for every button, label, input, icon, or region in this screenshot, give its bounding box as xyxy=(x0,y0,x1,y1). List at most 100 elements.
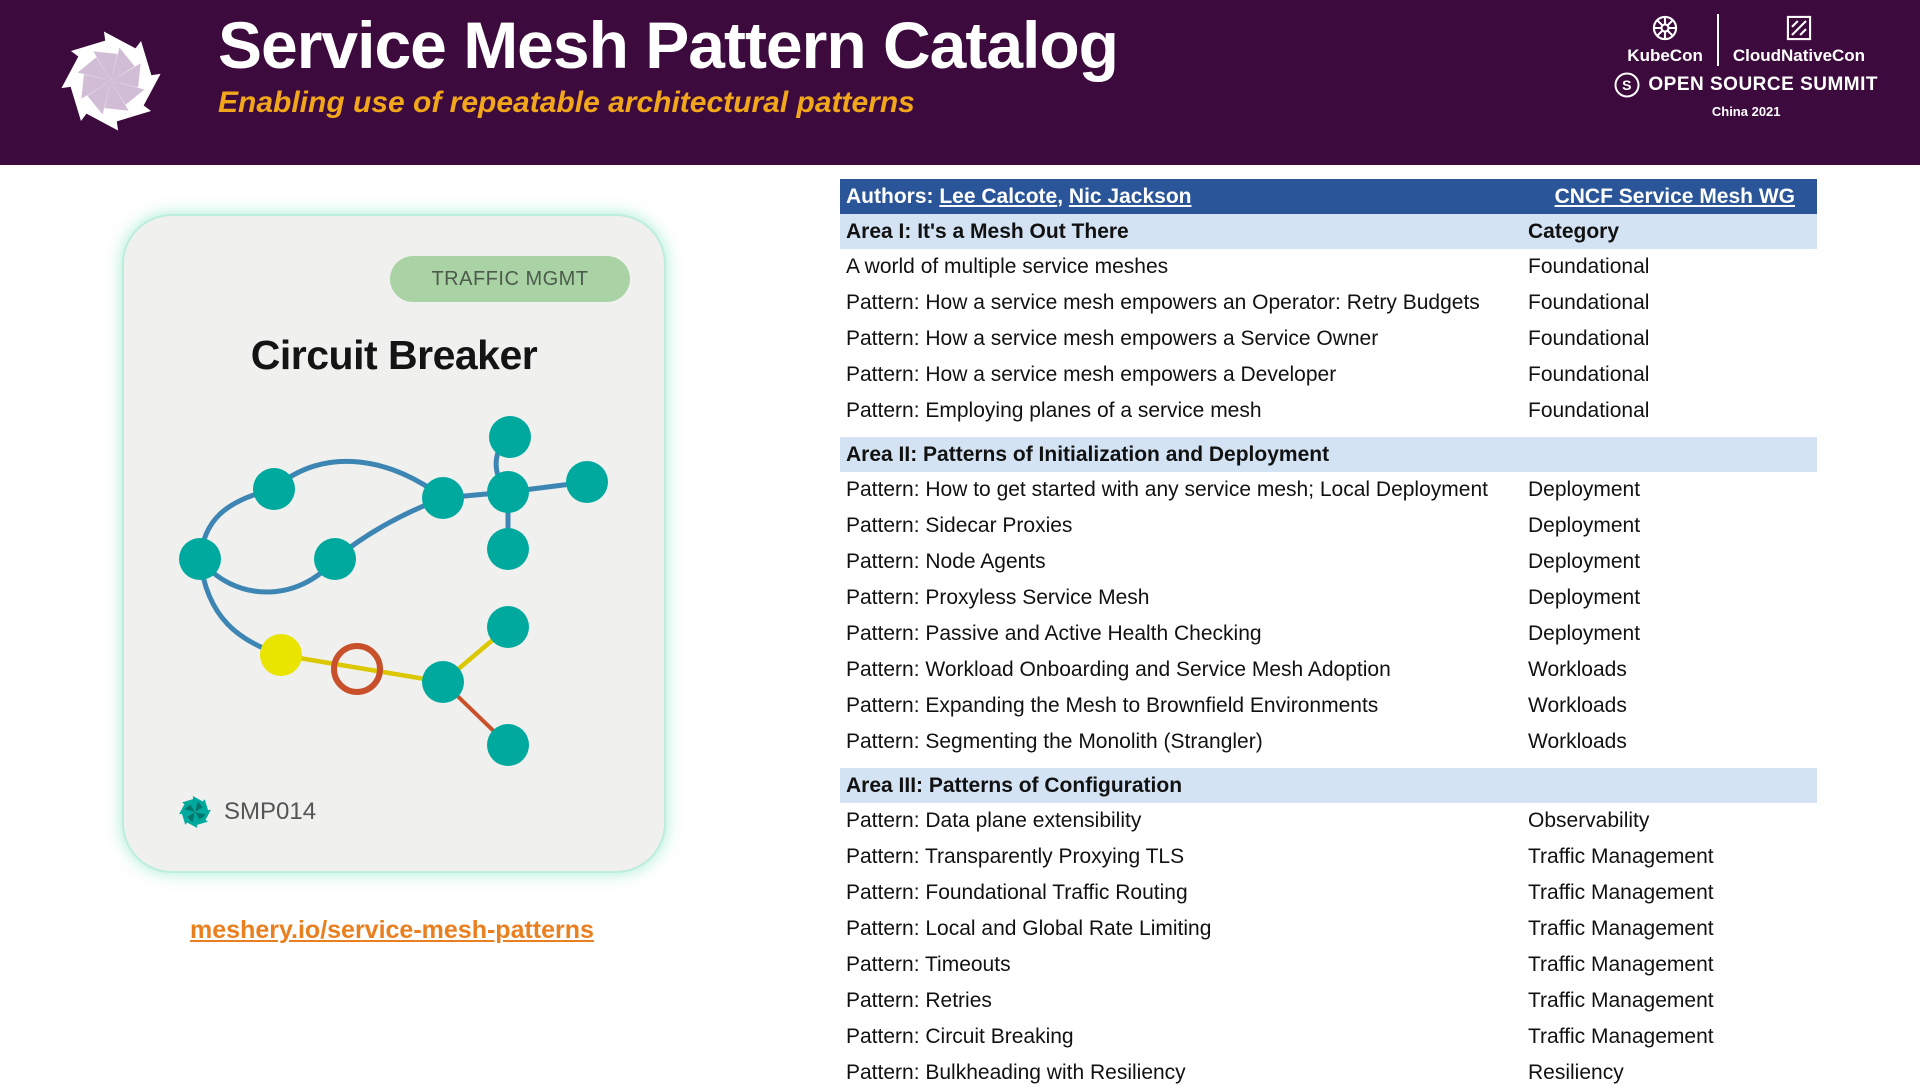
pattern-id: SMP014 xyxy=(224,798,317,825)
authors-separator: , xyxy=(1057,184,1069,208)
working-group-link[interactable]: CNCF Service Mesh WG xyxy=(1554,184,1795,208)
pattern-category: Deployment xyxy=(1528,514,1641,537)
pattern-name: Pattern: Proxyless Service Mesh xyxy=(846,586,1150,609)
pattern-table-body: Area I: It's a Mesh Out There Category A w… xyxy=(840,214,1817,1091)
circuit-breaker-diagram xyxy=(179,416,608,766)
pattern-category: Foundational xyxy=(1528,399,1650,422)
table-row: Pattern: Employing planes of a service m… xyxy=(840,393,1817,429)
pattern-name: Pattern: Segmenting the Monolith (Strang… xyxy=(846,730,1263,753)
pattern-name: Pattern: Local and Global Rate Limiting xyxy=(846,917,1212,940)
pattern-category: Traffic Management xyxy=(1528,881,1714,904)
pattern-title: Circuit Breaker xyxy=(250,332,538,378)
section-title: Area I: It's a Mesh Out There xyxy=(846,219,1129,243)
pattern-category: Foundational xyxy=(1528,291,1650,314)
pattern-category: Observability xyxy=(1528,809,1650,832)
pattern-category: Traffic Management xyxy=(1528,1025,1714,1048)
patterns-site-link[interactable]: meshery.io/service-mesh-patterns xyxy=(190,916,594,944)
svg-text:S: S xyxy=(1622,77,1632,93)
category-badge: TRAFFIC MGMT xyxy=(390,256,630,302)
pattern-category: Workloads xyxy=(1528,694,1627,717)
pattern-category: Deployment xyxy=(1528,550,1641,573)
table-row: Pattern: Node Agents Deployment xyxy=(840,544,1817,580)
cloudnativecon-icon xyxy=(1785,14,1813,42)
open-source-summit-label: OPEN SOURCE SUMMIT xyxy=(1648,74,1878,95)
table-row: Pattern: Expanding the Mesh to Brownfiel… xyxy=(840,688,1817,724)
table-row: Pattern: Segmenting the Monolith (Strang… xyxy=(840,724,1817,760)
kubecon-label: KubeCon xyxy=(1627,46,1703,65)
table-row: Pattern: Retries Traffic Management xyxy=(840,983,1817,1019)
pattern-name: Pattern: Data plane extensibility xyxy=(846,809,1142,832)
pattern-category: Foundational xyxy=(1528,327,1650,350)
table-row: Pattern: Timeouts Traffic Management xyxy=(840,947,1817,983)
table-row: Pattern: Circuit Breaking Traffic Managem… xyxy=(840,1019,1817,1055)
pattern-category: Deployment xyxy=(1528,478,1641,501)
pattern-category: Foundational xyxy=(1528,255,1650,278)
table-row: Pattern: How a service mesh empowers a D… xyxy=(840,357,1817,393)
pattern-category: Traffic Management xyxy=(1528,989,1714,1012)
pattern-name: Pattern: Retries xyxy=(846,989,992,1012)
table-row: Pattern: Transparently Proxying TLS Traff… xyxy=(840,839,1817,875)
section-header: Area I: It's a Mesh Out There Category xyxy=(840,214,1817,249)
pattern-category: Workloads xyxy=(1528,658,1627,681)
kubecon-wheel-icon xyxy=(1651,14,1679,42)
author-link-nic-jackson[interactable]: Nic Jackson xyxy=(1068,184,1192,208)
page-subtitle: Enabling use of repeatable architectural… xyxy=(218,85,915,119)
pattern-category: Traffic Management xyxy=(1528,845,1714,868)
pattern-category: Foundational xyxy=(1528,363,1650,386)
pattern-name: Pattern: Timeouts xyxy=(846,953,1011,976)
table-row: Pattern: How to get started with any ser… xyxy=(840,472,1817,508)
pattern-name: Pattern: How a service mesh empowers a S… xyxy=(846,327,1379,350)
open-source-summit-icon: S xyxy=(1614,72,1640,98)
table-row: Pattern: Foundational Traffic Routing Tra… xyxy=(840,875,1817,911)
pattern-name: Pattern: How a service mesh empowers an … xyxy=(846,291,1480,314)
pattern-name: Pattern: Foundational Traffic Routing xyxy=(846,881,1188,904)
pattern-category: Resiliency xyxy=(1528,1061,1624,1084)
table-header-row: Authors: Lee Calcote, Nic Jackson CNCF S… xyxy=(840,179,1817,214)
logo-divider xyxy=(1716,14,1719,66)
pattern-name: Pattern: Circuit Breaking xyxy=(846,1025,1074,1048)
conference-location: China 2021 xyxy=(1711,104,1781,119)
table-row: Pattern: Passive and Active Health Check… xyxy=(840,616,1817,652)
meshery-logo-icon xyxy=(52,22,170,140)
table-row: A world of multiple service meshes Founda… xyxy=(840,249,1817,285)
pattern-name: Pattern: Transparently Proxying TLS xyxy=(846,845,1185,868)
section-title: Area III: Patterns of Configuration xyxy=(846,773,1183,797)
pattern-name: Pattern: Workload Onboarding and Service… xyxy=(846,658,1391,681)
section-header: Area II: Patterns of Initialization and … xyxy=(840,437,1817,472)
author-link-lee-calcote[interactable]: Lee Calcote xyxy=(939,184,1058,208)
pattern-name: Pattern: Bulkheading with Resiliency xyxy=(846,1061,1186,1084)
pattern-category: Traffic Management xyxy=(1528,917,1714,940)
pattern-name: Pattern: How a service mesh empowers a D… xyxy=(846,363,1337,386)
page-title: Service Mesh Pattern Catalog xyxy=(218,8,1119,82)
pattern-category: Workloads xyxy=(1528,730,1627,753)
table-row: Pattern: Bulkheading with Resiliency Resi… xyxy=(840,1055,1817,1091)
pattern-name: A world of multiple service meshes xyxy=(846,255,1169,278)
table-row: Pattern: Workload Onboarding and Service… xyxy=(840,652,1817,688)
conference-logos: KubeCon CloudNativeCon S OPEN xyxy=(1614,14,1878,119)
meshery-small-logo-icon xyxy=(176,793,214,831)
pattern-name: Pattern: How to get started with any ser… xyxy=(846,478,1488,501)
pattern-category: Deployment xyxy=(1528,586,1641,609)
table-row: Pattern: How a service mesh empowers a S… xyxy=(840,321,1817,357)
pattern-table: Authors: Lee Calcote, Nic Jackson CNCF S… xyxy=(840,179,1817,1091)
pattern-name: Pattern: Passive and Active Health Check… xyxy=(846,622,1262,645)
pattern-category: Deployment xyxy=(1528,622,1641,645)
pattern-name: Pattern: Sidecar Proxies xyxy=(846,514,1073,537)
cloudnativecon-label: CloudNativeCon xyxy=(1732,46,1866,65)
table-row: Pattern: How a service mesh empowers an … xyxy=(840,285,1817,321)
section-title: Area II: Patterns of Initialization and … xyxy=(846,442,1330,466)
pattern-name: Pattern: Node Agents xyxy=(846,550,1046,573)
header-banner: Service Mesh Pattern Catalog Enabling us… xyxy=(0,0,1920,165)
pattern-name: Pattern: Expanding the Mesh to Brownfiel… xyxy=(846,694,1379,717)
table-row: Pattern: Data plane extensibility Observa… xyxy=(840,803,1817,839)
table-row: Pattern: Sidecar Proxies Deployment xyxy=(840,508,1817,544)
table-row: Pattern: Proxyless Service Mesh Deploymen… xyxy=(840,580,1817,616)
pattern-name: Pattern: Employing planes of a service m… xyxy=(846,399,1262,422)
authors-label: Authors: xyxy=(846,184,934,208)
category-column-header: Category xyxy=(1528,219,1620,243)
pattern-card: TRAFFIC MGMT Circuit Breaker xyxy=(122,214,666,873)
authors-cell: Authors: Lee Calcote, Nic Jackson xyxy=(840,185,1528,209)
table-row: Pattern: Local and Global Rate Limiting T… xyxy=(840,911,1817,947)
section-header: Area III: Patterns of Configuration xyxy=(840,768,1817,803)
pattern-category: Traffic Management xyxy=(1528,953,1714,976)
